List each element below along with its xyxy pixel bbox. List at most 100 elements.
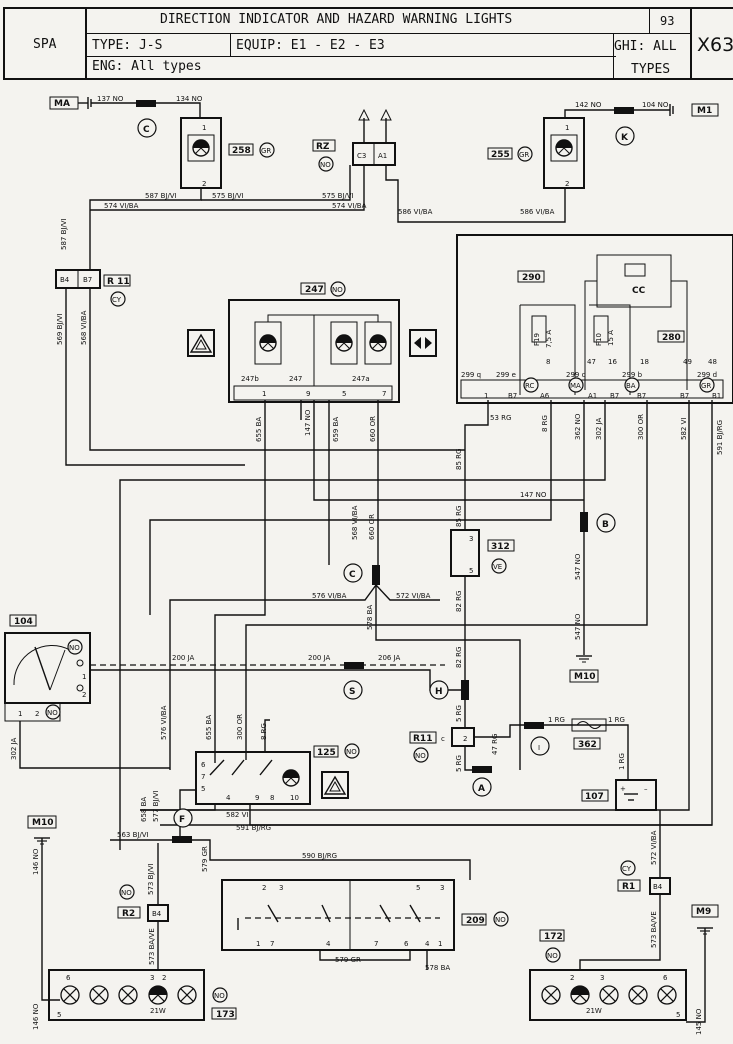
label: 146 NO: [32, 848, 40, 875]
label: 9: [306, 390, 310, 398]
label: 299 e: [496, 371, 516, 379]
lamp-icon: [282, 769, 300, 787]
lamp-icon: [89, 985, 109, 1005]
label: 362 NO: [574, 413, 582, 440]
label: B4: [152, 910, 162, 918]
battery-icon: [615, 779, 657, 811]
connector-c-mid: C: [343, 563, 363, 583]
header-border: [3, 7, 5, 80]
label: 3: [600, 974, 604, 982]
connector-block: [524, 722, 544, 729]
label: 172: [544, 932, 563, 942]
lamp-cluster-173: 6 3 2 21W 5 NO 173: [48, 969, 237, 1021]
wire-label: 134 NO: [176, 95, 203, 103]
lamp-icon: [148, 985, 168, 1005]
equip-label: EQUIP: E1 - E2 - E3: [236, 38, 385, 53]
label: R11: [413, 734, 432, 744]
label: 290: [522, 273, 541, 283]
label: 3: [469, 535, 473, 543]
label: 299 b: [622, 371, 643, 379]
switch-104: 1 2 NO 104 1 2 NO: [4, 614, 91, 722]
label: 1 RG: [608, 716, 625, 724]
label: M10: [574, 672, 595, 682]
label: 574 VI/BA: [104, 202, 139, 210]
label: 1: [82, 673, 86, 681]
label: B4: [60, 276, 70, 284]
label: 48: [708, 358, 717, 366]
connector-block: [614, 107, 634, 114]
label: 573 BJ/VI: [147, 863, 155, 895]
label: 591 BJ/RG: [716, 420, 724, 455]
label: 18: [640, 358, 649, 366]
lamp-258: 1 2 258 GR: [180, 117, 275, 189]
label: 104: [14, 617, 33, 627]
label: 6: [201, 761, 206, 769]
label: 586 VI/BA: [398, 208, 433, 216]
lamp-255: 1 2 255 GR: [487, 117, 585, 189]
label: 547 NO: [574, 613, 582, 640]
label: MA: [570, 382, 581, 390]
label: 587 BJ/VI: [145, 192, 177, 200]
lamp-icon: [570, 985, 590, 1005]
label: 5: [57, 1011, 61, 1019]
label: 660 OR: [368, 514, 376, 540]
lamp-icon: [335, 334, 353, 352]
label: 1: [18, 710, 22, 718]
label: RZ: [316, 142, 330, 152]
label: B7: [508, 392, 517, 400]
header-border: [3, 78, 733, 80]
label: C: [143, 125, 150, 135]
label: A1: [378, 152, 387, 160]
label: 1: [202, 124, 206, 132]
label: CY: [622, 865, 632, 873]
label: CY: [112, 296, 122, 304]
label: 5: [201, 785, 205, 793]
lamp-icon: [599, 985, 619, 1005]
label: 1 RG: [548, 716, 565, 724]
label: 590 BJ/RG: [302, 852, 337, 860]
label: A6: [540, 392, 550, 400]
label: 5: [416, 884, 420, 892]
connector-block: [136, 100, 156, 107]
label: 312: [491, 542, 510, 552]
label: 578 BA: [366, 605, 374, 630]
label: 8: [270, 794, 274, 802]
label: 300 OR: [637, 414, 645, 440]
label: S: [349, 687, 355, 697]
label: 573 BA/VE: [650, 911, 658, 948]
label: 200 JA: [172, 654, 195, 662]
header-border: [3, 7, 733, 9]
label: K: [621, 133, 629, 143]
svg-text:–: –: [644, 785, 648, 793]
label: 49: [683, 358, 692, 366]
label: 280: [662, 333, 681, 343]
label: B4: [653, 883, 663, 891]
header-border: [230, 33, 231, 56]
flasher-312: 3 5 312 VE: [450, 529, 515, 577]
relay-r2: B4 R2 NO: [117, 884, 169, 922]
label: 147 NO: [304, 409, 312, 436]
lamp-icon: [177, 985, 197, 1005]
label: 299 q: [461, 371, 481, 379]
hazard-switch-125: 6 7 5 4 9 8 10 125 NO: [195, 743, 360, 805]
label: 6: [66, 974, 71, 982]
label: 577 BJ/VI: [152, 790, 160, 822]
connector-block: [172, 836, 192, 843]
label: 655 BA: [255, 417, 263, 442]
label: R2: [122, 909, 135, 919]
page-title: DIRECTION INDICATOR AND HAZARD WARNING L…: [160, 12, 513, 27]
label: 5 RG: [455, 705, 463, 722]
label: 299 d: [697, 371, 717, 379]
label: 1: [565, 124, 569, 132]
label: 82 RG: [455, 591, 463, 612]
ground-m10: M10: [569, 669, 599, 683]
label: 578 BA: [425, 964, 450, 972]
connector-block: [472, 766, 492, 773]
label: 582 VI: [680, 418, 688, 440]
label: 209: [466, 916, 485, 926]
fuse-icon: [531, 315, 547, 343]
header-border: [649, 7, 650, 34]
lamp-icon: [60, 985, 80, 1005]
label: 5: [469, 567, 473, 575]
label: H: [435, 687, 443, 697]
